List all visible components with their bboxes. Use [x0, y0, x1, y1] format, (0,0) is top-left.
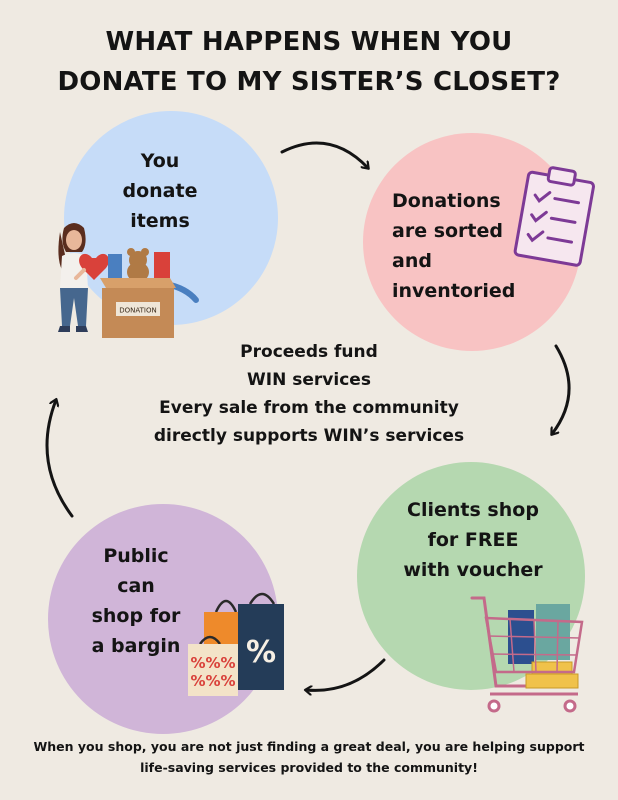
bag-percent-row-2: %%% [190, 672, 235, 690]
step-sorted-line: inventoried [392, 280, 516, 302]
center-message: Proceeds fund WIN services Every sale fr… [80, 338, 538, 450]
center-line-3: Every sale from the community [159, 398, 459, 418]
title-line-1: WHAT HAPPENS WHEN YOU [105, 27, 513, 57]
shopping-cart-icon [470, 596, 584, 713]
step-donate-line: items [130, 210, 190, 232]
footer-line-2: life-saving services provided to the com… [140, 760, 478, 775]
donation-box-icon: DONATION [100, 248, 199, 338]
step-public-line: can [117, 575, 155, 597]
footer-line-1: When you shop, you are not just finding … [33, 739, 585, 754]
footer-message: When you shop, you are not just finding … [14, 736, 604, 778]
step-public-label: Public can shop for a bargin [76, 541, 196, 661]
center-line-1: Proceeds fund [240, 342, 378, 362]
page-title: WHAT HAPPENS WHEN YOU DONATE TO MY SISTE… [0, 22, 618, 102]
title-line-2: DONATE TO MY SISTER’S CLOSET? [57, 67, 561, 97]
step-donate-line: donate [122, 180, 198, 202]
step-public-line: Public [103, 545, 169, 567]
step-sorted-label: Donations are sorted and inventoried [392, 186, 532, 306]
step-clients-line: for FREE [427, 529, 519, 551]
arrow-bottom-icon [306, 658, 386, 690]
step-donate-label: You donate items [100, 146, 220, 236]
woman-with-heart-icon [58, 223, 109, 332]
arrow-right-icon [552, 344, 571, 434]
step-clients-line: with voucher [403, 559, 543, 581]
center-line-2: WIN services [247, 370, 371, 390]
arrow-top-icon [280, 141, 368, 168]
step-public-line: a bargin [91, 635, 181, 657]
step-sorted-line: Donations [392, 190, 501, 212]
step-sorted-line: and [392, 250, 432, 272]
bag-percent-label: % [246, 635, 276, 670]
step-public-line: shop for [91, 605, 181, 627]
bag-percent-row-1: %%% [190, 654, 235, 672]
center-line-4: directly supports WIN’s services [153, 426, 465, 446]
arrow-left-icon [45, 400, 74, 518]
step-clients-label: Clients shop for FREE with voucher [378, 495, 568, 585]
step-donate-line: You [140, 150, 180, 172]
shopping-bags-icon: % %%% %%% [188, 592, 284, 696]
clipboard-checklist-icon [513, 166, 595, 267]
step-clients-line: Clients shop [407, 499, 539, 521]
step-sorted-line: are sorted [392, 220, 503, 242]
box-label: DONATION [119, 307, 156, 315]
